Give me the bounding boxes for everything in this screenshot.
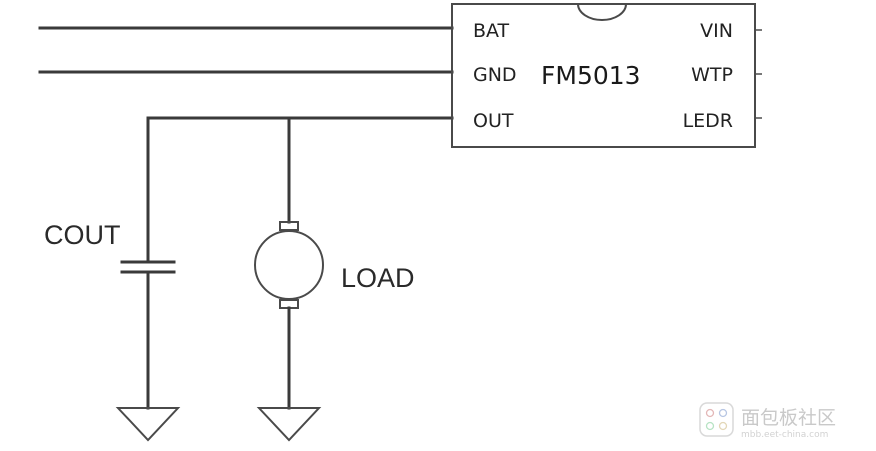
pin-vin-label: VIN <box>700 20 733 42</box>
watermark-dot-icon <box>718 421 728 431</box>
fm5013-chip: BAT GND OUT VIN WTP LEDR FM5013 <box>451 3 762 148</box>
pin-ledr-label: LEDR <box>683 110 733 132</box>
watermark-subtext: mbb.eet-china.com <box>741 430 828 440</box>
chip-notch <box>577 3 627 21</box>
chip-name: FM5013 <box>541 61 641 90</box>
ground-symbol-1 <box>115 407 181 442</box>
pin-bat-label: BAT <box>473 20 510 42</box>
load-label: LOAD <box>341 263 415 293</box>
watermark-logo-icon <box>699 402 734 437</box>
pin-out-label: OUT <box>473 110 514 132</box>
pin-wtp-label: WTP <box>691 64 733 86</box>
capacitor-cout <box>115 116 181 442</box>
watermark-dot-icon <box>705 421 715 431</box>
ground-symbol-2 <box>256 407 322 442</box>
cout-label: COUT <box>44 220 121 250</box>
chip-body <box>451 3 756 148</box>
watermark-dot-icon <box>718 408 728 418</box>
motor-body <box>254 230 324 300</box>
load-motor <box>254 116 324 442</box>
watermark-dot-icon <box>705 408 715 418</box>
watermark-text: 面包板社区 <box>741 407 836 429</box>
pin-gnd-label: GND <box>473 64 517 86</box>
watermark: 面包板社区 mbb.eet-china.com <box>699 402 836 440</box>
